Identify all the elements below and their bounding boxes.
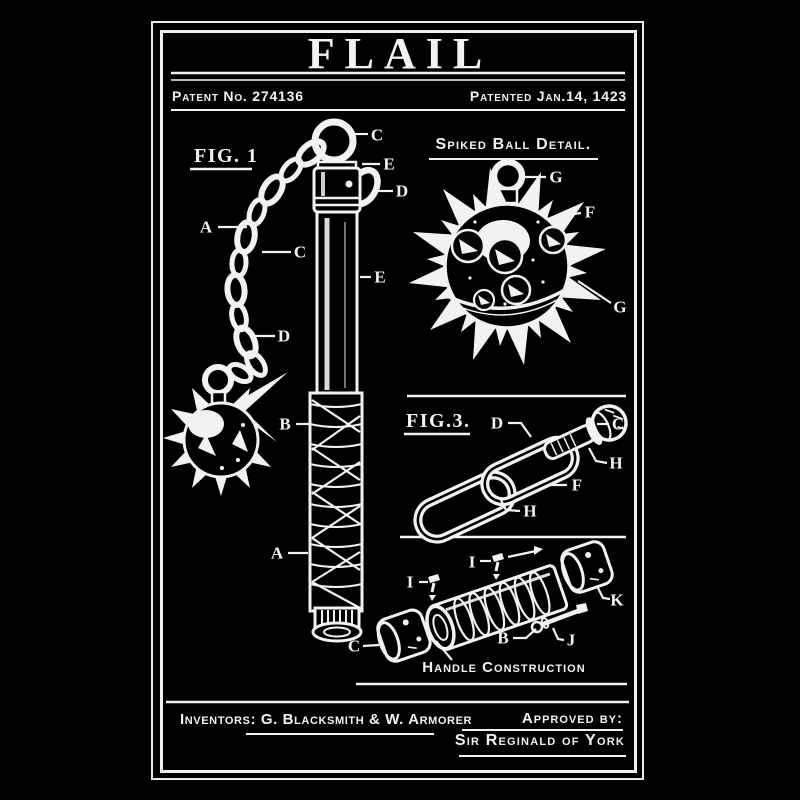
- fig1-label: FIG. 1: [194, 145, 259, 167]
- callout-fig3-f-link: F: [571, 475, 583, 495]
- callout-fig1-c-top: C: [370, 125, 384, 145]
- callout-hc-i-top: I: [468, 552, 476, 572]
- callout-hc-i-left: I: [406, 572, 414, 592]
- callout-hc-b-bolt: B: [497, 628, 509, 648]
- inventors-line: Inventors: G. Blacksmith & W. Armorer: [180, 711, 472, 728]
- inventors-label: Inventors:: [180, 711, 257, 728]
- callout-ball-g-ring: G: [549, 167, 563, 187]
- callout-hc-c-cap: C: [347, 636, 361, 656]
- callout-fig1-e-shaft: E: [374, 267, 386, 287]
- callout-fig1-d-chain: D: [277, 326, 291, 346]
- callout-ball-g-band: G: [613, 297, 627, 317]
- patent-date: Patented Jan.14, 1423: [469, 88, 627, 104]
- spiked-ball-detail-title: Spiked Ball Detail.: [435, 136, 592, 153]
- callout-fig1-a-chain: A: [199, 217, 213, 237]
- callout-fig3-h-pin: H: [609, 453, 623, 473]
- fig3-label: FIG.3.: [406, 410, 471, 432]
- poster-inner-border: [160, 30, 637, 773]
- callout-fig1-a-grip: A: [270, 543, 284, 563]
- callout-fig1-c-chain: C: [293, 242, 307, 262]
- callout-fig3-d-link: D: [490, 413, 504, 433]
- inventors-names: G. Blacksmith & W. Armorer: [260, 711, 473, 728]
- approver-name: Sir Reginald of York: [454, 732, 625, 749]
- callout-hc-k-cap: K: [610, 590, 624, 610]
- callout-fig3-h-link: H: [523, 501, 537, 521]
- callout-fig3-c-cap: C: [611, 414, 625, 434]
- callout-hc-j-bolt: J: [566, 630, 576, 650]
- callout-fig1-d-top: D: [395, 181, 409, 201]
- patent-number: Patent No. 274136: [172, 88, 304, 104]
- callout-ball-f-spike: F: [584, 202, 596, 222]
- poster-outer-border: [151, 21, 644, 780]
- poster-title: FLAIL: [307, 29, 493, 78]
- callout-fig1-b-grip: B: [279, 414, 291, 434]
- callout-fig1-e-top: E: [383, 154, 395, 174]
- approved-by-label: Approved by:: [521, 710, 623, 727]
- handle-construction-caption: Handle Construction: [422, 659, 586, 676]
